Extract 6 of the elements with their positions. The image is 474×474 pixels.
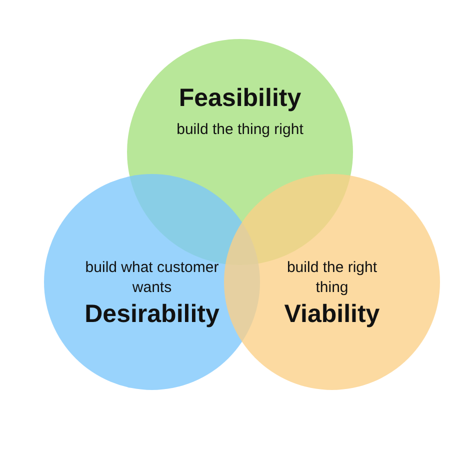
circle-heading: Viability <box>283 300 381 329</box>
circle-description: build the thing right <box>176 120 304 140</box>
circle-heading: Desirability <box>84 300 220 329</box>
circle-description: build what customer wants <box>84 258 220 298</box>
circle-heading: Feasibility <box>178 84 302 113</box>
circle-description: build the right thing <box>286 258 378 298</box>
